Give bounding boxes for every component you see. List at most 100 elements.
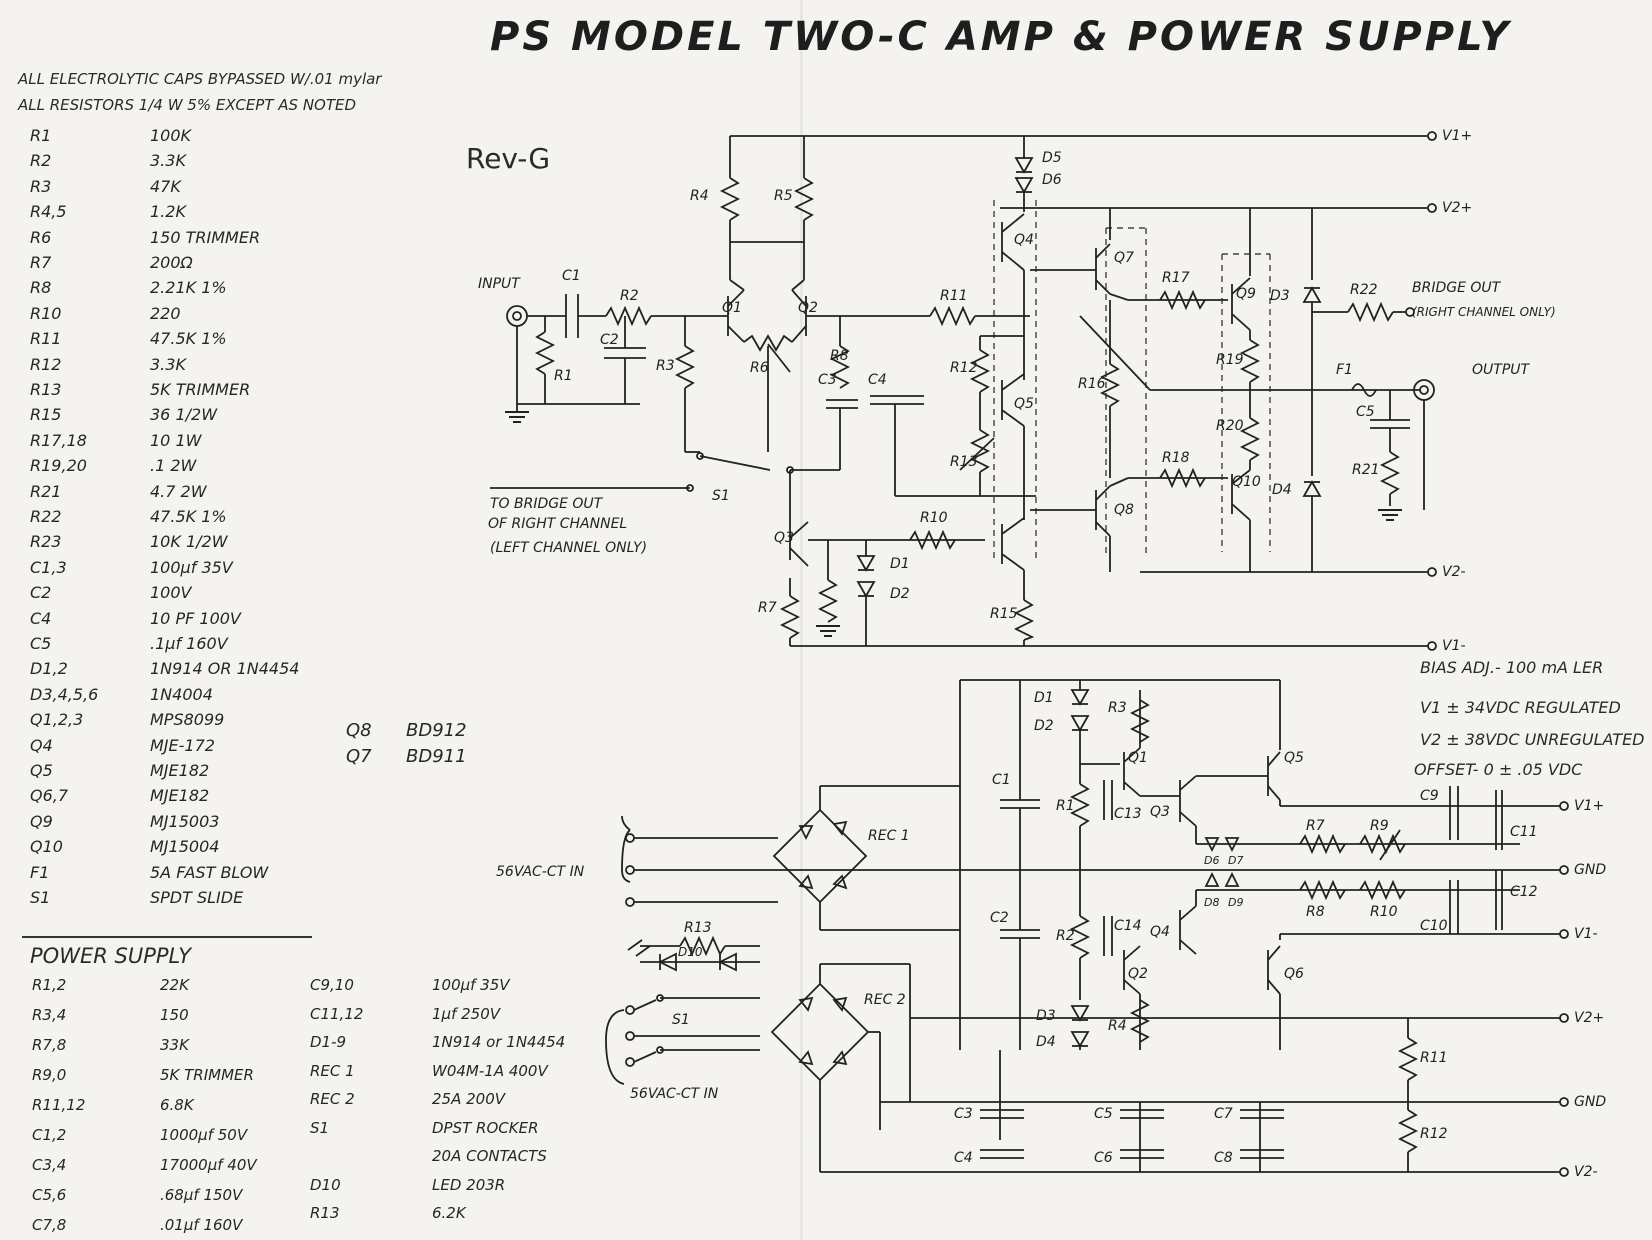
spec-v1: V1 ± 34VDC REGULATED <box>1420 698 1621 717</box>
page-title: PS MODEL TWO-C AMP & POWER SUPPLY <box>490 14 1512 60</box>
v2-minus-terminal <box>1427 567 1437 577</box>
s1-lever <box>699 455 771 471</box>
r15-resistor <box>1013 599 1035 641</box>
ac-in-2-terminal-c <box>625 1057 635 1067</box>
lbl-ps-r2: R2 <box>1056 928 1075 944</box>
lbl-ps-c3: C3 <box>954 1106 973 1122</box>
r10-resistor <box>909 529 956 551</box>
lbl-r18: R18 <box>1162 450 1190 466</box>
r4-resistor <box>719 177 741 221</box>
rec1-bridge <box>772 808 868 904</box>
bom-divider <box>22 936 312 938</box>
ps-r2-resistor <box>1069 915 1091 959</box>
bom-value: 100µf 35V <box>432 976 510 994</box>
lbl-d6: D6 <box>1042 172 1062 188</box>
bom-value: 33K <box>160 1036 189 1054</box>
ps-gnd2-terminal <box>1559 1097 1569 1107</box>
lbl-c4: C4 <box>868 372 887 388</box>
power-supply-schematic <box>605 679 1569 1177</box>
bom-designator: C5 <box>30 634 52 653</box>
amplifier-schematic <box>490 131 1437 651</box>
r21-resistor <box>1379 451 1401 495</box>
bom-value: 5K TRIMMER <box>150 380 251 399</box>
lbl-r5: R5 <box>774 188 793 204</box>
lbl-ps-gnd1: GND <box>1574 862 1606 878</box>
bom-designator: R15 <box>30 405 62 425</box>
lbl-r3: R3 <box>656 358 675 374</box>
bom-designator: D1-9 <box>310 1033 347 1051</box>
lbl-q3: Q3 <box>774 530 794 546</box>
ps-r4-resistor <box>1129 999 1151 1043</box>
lbl-input: INPUT <box>478 276 521 292</box>
bom-value: 5A FAST BLOW <box>150 862 269 882</box>
ps-d3-diode <box>1070 1005 1090 1022</box>
lbl-r10: R10 <box>920 510 948 526</box>
lbl-ps-r1: R1 <box>1056 798 1075 814</box>
revision-label: Rev-G <box>466 142 551 175</box>
lbl-ps-d4: D4 <box>1036 1034 1056 1050</box>
power-supply-heading: POWER SUPPLY <box>30 944 192 968</box>
bom-value: DPST ROCKER <box>432 1118 539 1137</box>
bom-designator: R1 <box>30 126 52 145</box>
bom-value: MJ15004 <box>150 837 220 857</box>
bom-designator: R10 <box>30 303 62 323</box>
power-supply-labels: 56VAC-CT IN 56VAC-CT IN REC 1 REC 2 V1+ … <box>496 690 1606 1180</box>
lbl-r22: R22 <box>1350 282 1378 298</box>
bom-designator: REC 1 <box>310 1061 355 1080</box>
lbl-ps-c12: C12 <box>1510 884 1538 900</box>
r12-resistor <box>969 349 991 393</box>
ps-d4-diode <box>1070 1031 1090 1048</box>
lbl-r4: R4 <box>690 188 709 204</box>
lbl-ps-r3: R3 <box>1108 700 1127 716</box>
r17-resistor <box>1159 289 1206 311</box>
bom-value: 150 TRIMMER <box>150 227 261 247</box>
bom-value: .1 2W <box>150 456 197 476</box>
r16-resistor <box>1099 363 1121 407</box>
lbl-r15: R15 <box>990 606 1018 622</box>
spec-bias: BIAS ADJ.- 100 mA LER <box>1420 658 1604 677</box>
amp-bom-row: C5.1µf 160V <box>30 634 370 659</box>
r20-resistor <box>1239 417 1261 461</box>
v1-minus-terminal <box>1427 641 1437 651</box>
d1-diode <box>856 555 876 572</box>
bom-designator: R1,2 <box>32 976 67 994</box>
ps-v1-plus-terminal <box>1559 801 1569 811</box>
lbl-c2: C2 <box>600 332 619 348</box>
lbl-q9: Q9 <box>1236 286 1256 302</box>
r13-trimmer <box>969 429 991 473</box>
bom-value: 100V <box>150 583 192 603</box>
bom-value: 1000µf 50V <box>160 1126 248 1144</box>
bom-value: 10 1W <box>150 430 202 450</box>
bom-designator: S1 <box>30 888 51 907</box>
bom-value: .01µf 160V <box>160 1216 243 1234</box>
ac-in-2-terminal-a <box>625 1005 635 1015</box>
bom-value: .68µf 150V <box>160 1186 243 1204</box>
lbl-ps-r7: R7 <box>1306 818 1325 834</box>
ps-r11-resistor <box>1397 1037 1419 1081</box>
bom-designator: R9,0 <box>32 1066 67 1084</box>
lbl-q7: Q7 <box>1114 250 1134 266</box>
lbl-r12: R12 <box>950 360 978 376</box>
bom-designator: R7 <box>30 253 52 272</box>
lbl-bridge-out: BRIDGE OUT <box>1412 280 1502 296</box>
rec2-bridge <box>770 982 870 1082</box>
ps-r13-resistor <box>679 935 726 957</box>
